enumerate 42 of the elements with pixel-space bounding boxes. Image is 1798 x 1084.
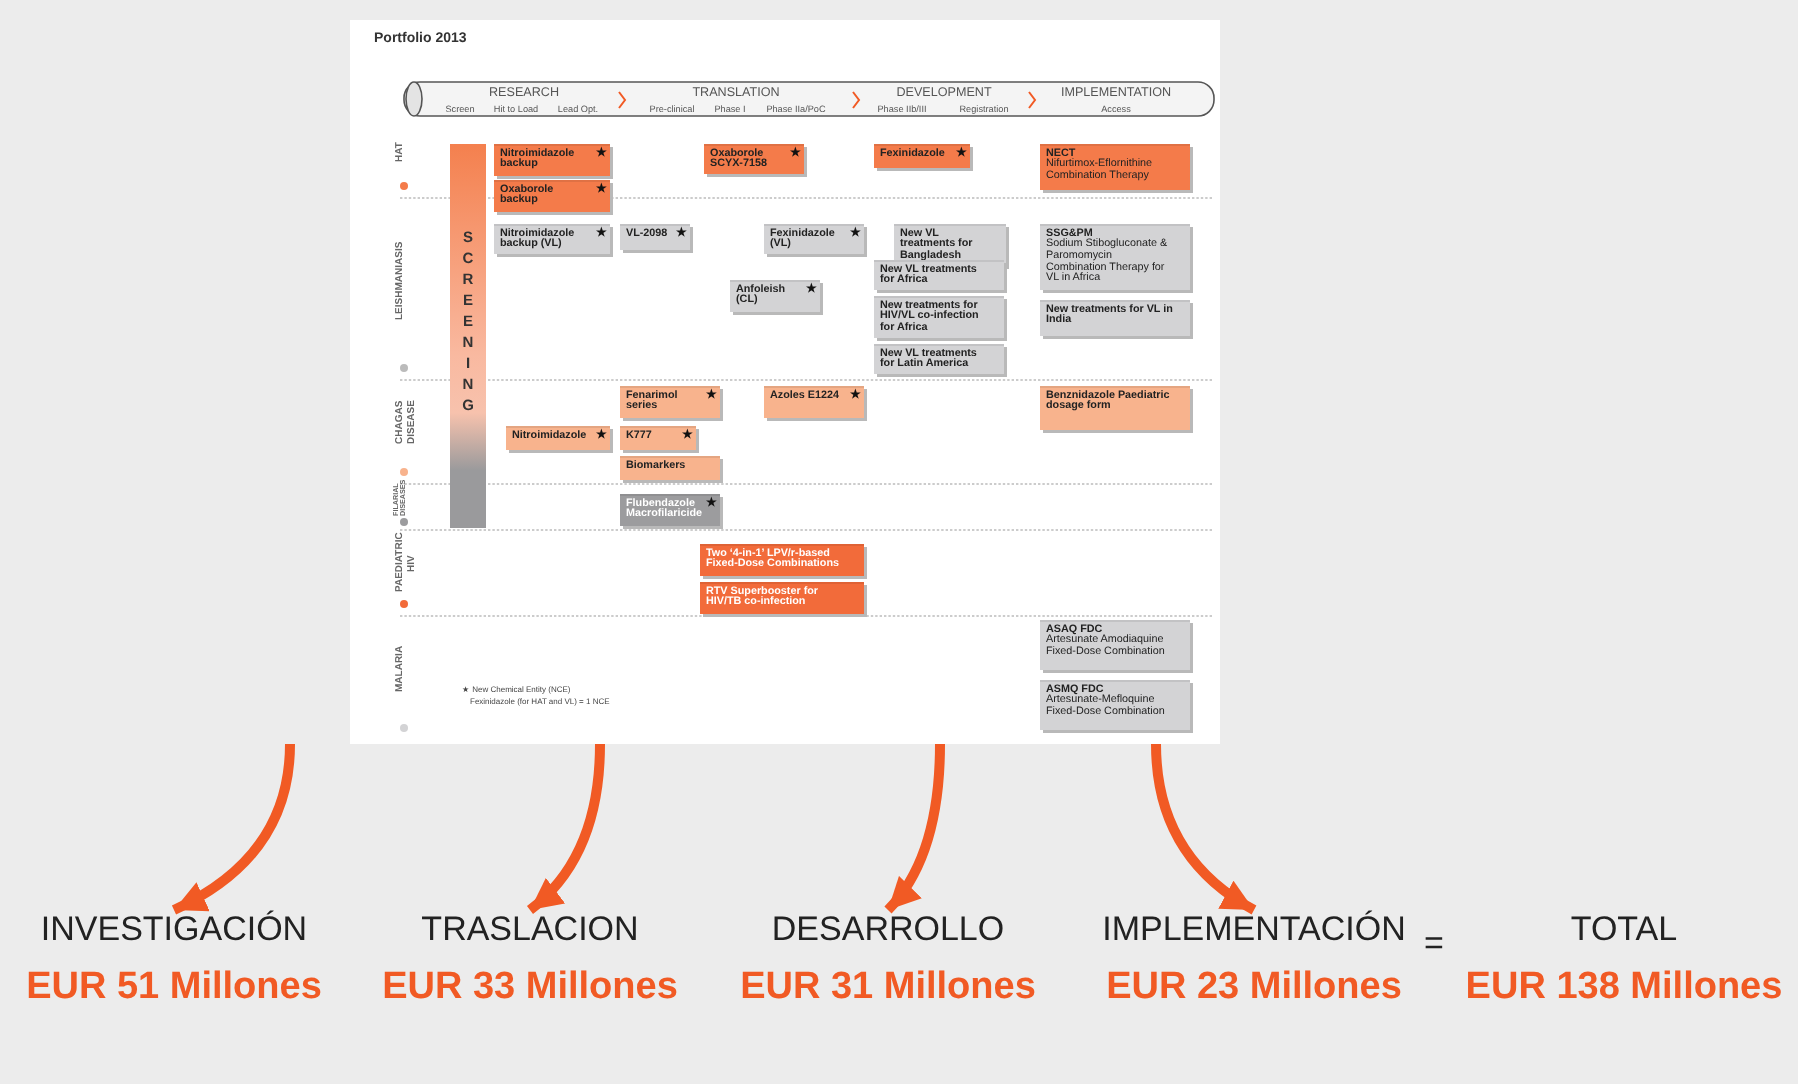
drug-box	[874, 144, 970, 168]
drug-box	[1040, 620, 1190, 670]
budget-amount: EUR 51 Millones	[26, 966, 322, 1010]
drug-box	[874, 260, 1004, 291]
drug-box	[620, 456, 720, 480]
drug-box	[874, 296, 1004, 339]
drug-box	[494, 180, 610, 212]
drug-box	[1040, 680, 1190, 730]
drug-box	[620, 224, 690, 250]
equals-sign: =	[1424, 924, 1444, 964]
drug-box	[494, 224, 610, 255]
phase-heading: INVESTIGACIÓN	[38, 910, 310, 950]
arrow	[884, 743, 945, 914]
drug-box	[620, 426, 696, 450]
arrow	[171, 743, 295, 915]
arrow	[1151, 743, 1257, 915]
phase-heading: IMPLEMENTACIÓN	[1102, 910, 1406, 950]
drug-box	[620, 494, 720, 526]
drug-box	[1040, 300, 1190, 336]
arrow	[526, 743, 605, 914]
budget-amount: EUR 33 Millones	[382, 966, 678, 1010]
phase-heading: DESARROLLO	[769, 910, 1007, 950]
drug-box	[764, 224, 864, 255]
drug-box	[1040, 144, 1190, 190]
drug-box	[1040, 224, 1190, 290]
drug-box	[764, 386, 864, 418]
screening-bar	[450, 144, 486, 528]
drug-box	[700, 582, 864, 614]
budget-amount: EUR 138 Millones	[1465, 966, 1783, 1010]
drug-box	[1040, 386, 1190, 430]
drug-box	[730, 280, 820, 312]
portfolio-panel	[350, 20, 1220, 744]
budget-amount: EUR 23 Millones	[1104, 966, 1404, 1010]
drug-box	[700, 544, 864, 576]
drug-box	[506, 426, 610, 450]
budget-amount: EUR 31 Millones	[740, 966, 1036, 1010]
drug-box	[620, 386, 720, 418]
drug-box	[704, 144, 804, 175]
drug-box	[874, 344, 1004, 375]
phase-heading: TRASLACION	[419, 910, 641, 950]
drug-box	[494, 144, 610, 176]
phase-heading: TOTAL	[1568, 910, 1680, 950]
